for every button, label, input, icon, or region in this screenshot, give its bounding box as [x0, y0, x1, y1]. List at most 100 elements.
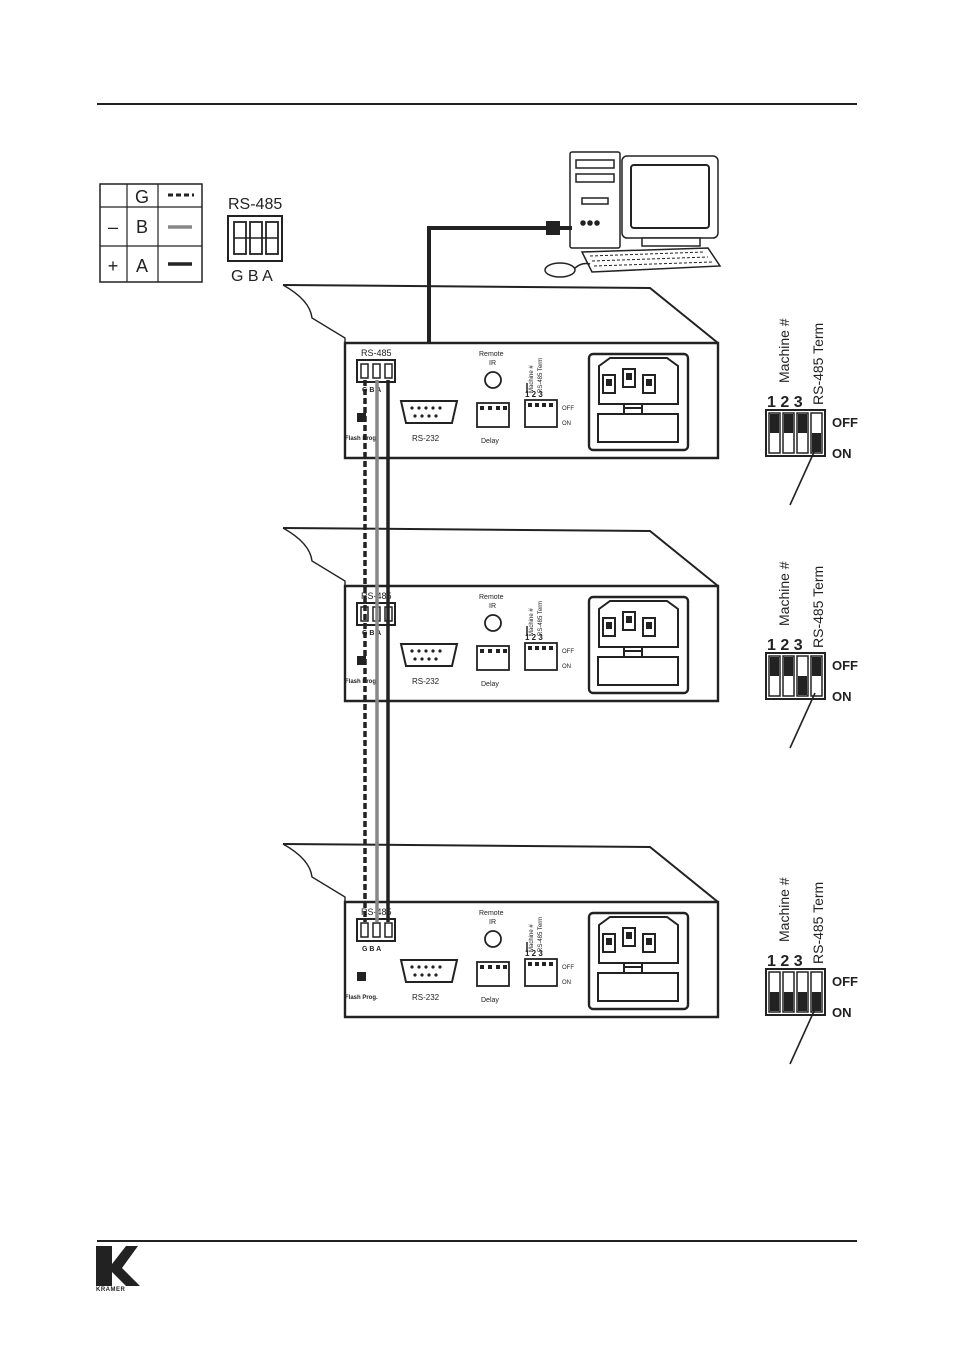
- device-dip-numbers: 1 2 3: [525, 633, 543, 642]
- rs232-pin: [410, 965, 414, 969]
- switch-off-label: OFF: [832, 658, 858, 673]
- device-dip-labels: Machine #RS-485 Term: [529, 358, 544, 393]
- rs232-pin: [417, 649, 421, 653]
- switch-term-title: RS-485 Term: [810, 323, 826, 405]
- device-remote-label: Remote: [479, 594, 504, 601]
- rs232-pin: [431, 649, 435, 653]
- delay-dip-key: [488, 649, 492, 653]
- rs485-bus-wires: [363, 380, 390, 922]
- device-dip-on: ON: [562, 980, 571, 986]
- power-key: [623, 963, 643, 973]
- rs232-connector: [399, 400, 459, 424]
- switch-off-label: OFF: [832, 415, 858, 430]
- device-term-label: RS-485 Term: [538, 917, 544, 952]
- device-flash-label: Flash Prog.: [345, 995, 378, 1001]
- power-socket: [598, 357, 679, 405]
- switch-lever-1-off: [770, 414, 779, 433]
- device-term-label: RS-485 Term: [538, 358, 544, 393]
- rs232-pin: [417, 406, 421, 410]
- rs485-pin-3: [384, 363, 393, 379]
- computer-icon: [544, 151, 722, 278]
- rs232-pin: [434, 414, 438, 418]
- device-top-edge: [282, 527, 719, 587]
- switch-title-group: Machine #: [776, 877, 792, 942]
- rs232-connector: [399, 643, 459, 667]
- device-dip-key: [535, 403, 539, 407]
- remote-ir-sensor: [484, 930, 502, 948]
- device-dip-key: [542, 646, 546, 650]
- device-delay-label: Delay: [481, 438, 499, 445]
- power-pin-slot: [606, 379, 612, 386]
- power-inlet: [587, 911, 690, 1011]
- device-rs485-pins: G B A: [362, 387, 381, 394]
- switch-on-label: ON: [832, 1005, 852, 1020]
- switch-numbers: 1 2 3: [767, 953, 803, 970]
- delay-dip-key: [488, 406, 492, 410]
- device-rs232-label: RS-232: [412, 677, 440, 686]
- power-pin-slot: [606, 938, 612, 945]
- switch-machine-title: Machine #: [776, 877, 792, 942]
- rs232-pin: [438, 406, 442, 410]
- switch-term-group: RS-485 Term: [810, 882, 826, 964]
- header-rule: [97, 103, 857, 105]
- rs232-pin: [413, 657, 417, 661]
- switch-machine-title: Machine #: [776, 318, 792, 383]
- device-dip-numbers: 1 2 3: [525, 949, 543, 958]
- switch-off-label: OFF: [832, 974, 858, 989]
- kramer-wordmark: KRAMER: [96, 1287, 126, 1293]
- switch-title-group: Machine #: [776, 561, 792, 626]
- device-ir-label: IR: [489, 360, 496, 367]
- remote-ir-sensor: [484, 614, 502, 632]
- device-remote-label: Remote: [479, 910, 504, 917]
- rs232-pin: [420, 973, 424, 977]
- switch-pointer: [789, 1008, 816, 1065]
- delay-dip-key: [496, 965, 500, 969]
- device-dip-key: [528, 962, 532, 966]
- power-socket: [598, 916, 679, 964]
- switch-term-group: RS-485 Term: [810, 566, 826, 648]
- device-dip-numbers: 1 2 3: [525, 390, 543, 399]
- legend-letter-b: B: [136, 217, 148, 237]
- device-dip-labels: Machine #RS-485 Term: [529, 917, 544, 952]
- device-flash-label: Flash Prog.: [345, 436, 378, 442]
- device-dip-on: ON: [562, 421, 571, 427]
- device-cut-edge: [282, 527, 346, 701]
- delay-dip-key: [503, 649, 507, 653]
- legend-rs485-connector: RS-485 G B A: [227, 196, 283, 285]
- device-delay-label: Delay: [481, 681, 499, 688]
- device-rs232-label: RS-232: [412, 434, 440, 443]
- legend-sign-plus: +: [108, 256, 119, 276]
- device-flash-label: Flash Prog.: [345, 679, 378, 685]
- device-top-edge: [282, 284, 719, 344]
- rs485-pin-2: [372, 363, 381, 379]
- power-pin-slot: [626, 616, 632, 623]
- rs232-pin: [427, 657, 431, 661]
- delay-dip-key: [503, 406, 507, 410]
- power-socket-lower: [597, 656, 679, 686]
- switch-lever-1-off: [770, 657, 779, 676]
- wire-color-legend: G – B + A: [99, 183, 203, 283]
- device-dip-key: [549, 403, 553, 407]
- rs232-pin: [438, 649, 442, 653]
- rs232-pin: [417, 965, 421, 969]
- footer-rule: [97, 1240, 857, 1242]
- rs232-connector: [399, 959, 459, 983]
- device-dip-key: [542, 403, 546, 407]
- device-rs485-label: RS-485: [361, 348, 392, 358]
- device-dip-labels: Machine #RS-485 Term: [529, 601, 544, 636]
- power-pin-slot: [626, 932, 632, 939]
- delay-dip-key: [503, 965, 507, 969]
- rs232-pin: [413, 414, 417, 418]
- switch-lever-4-on: [812, 433, 821, 452]
- device-remote-label: Remote: [479, 351, 504, 358]
- power-pin-slot: [646, 622, 652, 629]
- device-dip-on: ON: [562, 664, 571, 670]
- legend-sign-minus: –: [108, 217, 118, 237]
- rs232-pin: [427, 973, 431, 977]
- device-dip-off: OFF: [562, 649, 574, 655]
